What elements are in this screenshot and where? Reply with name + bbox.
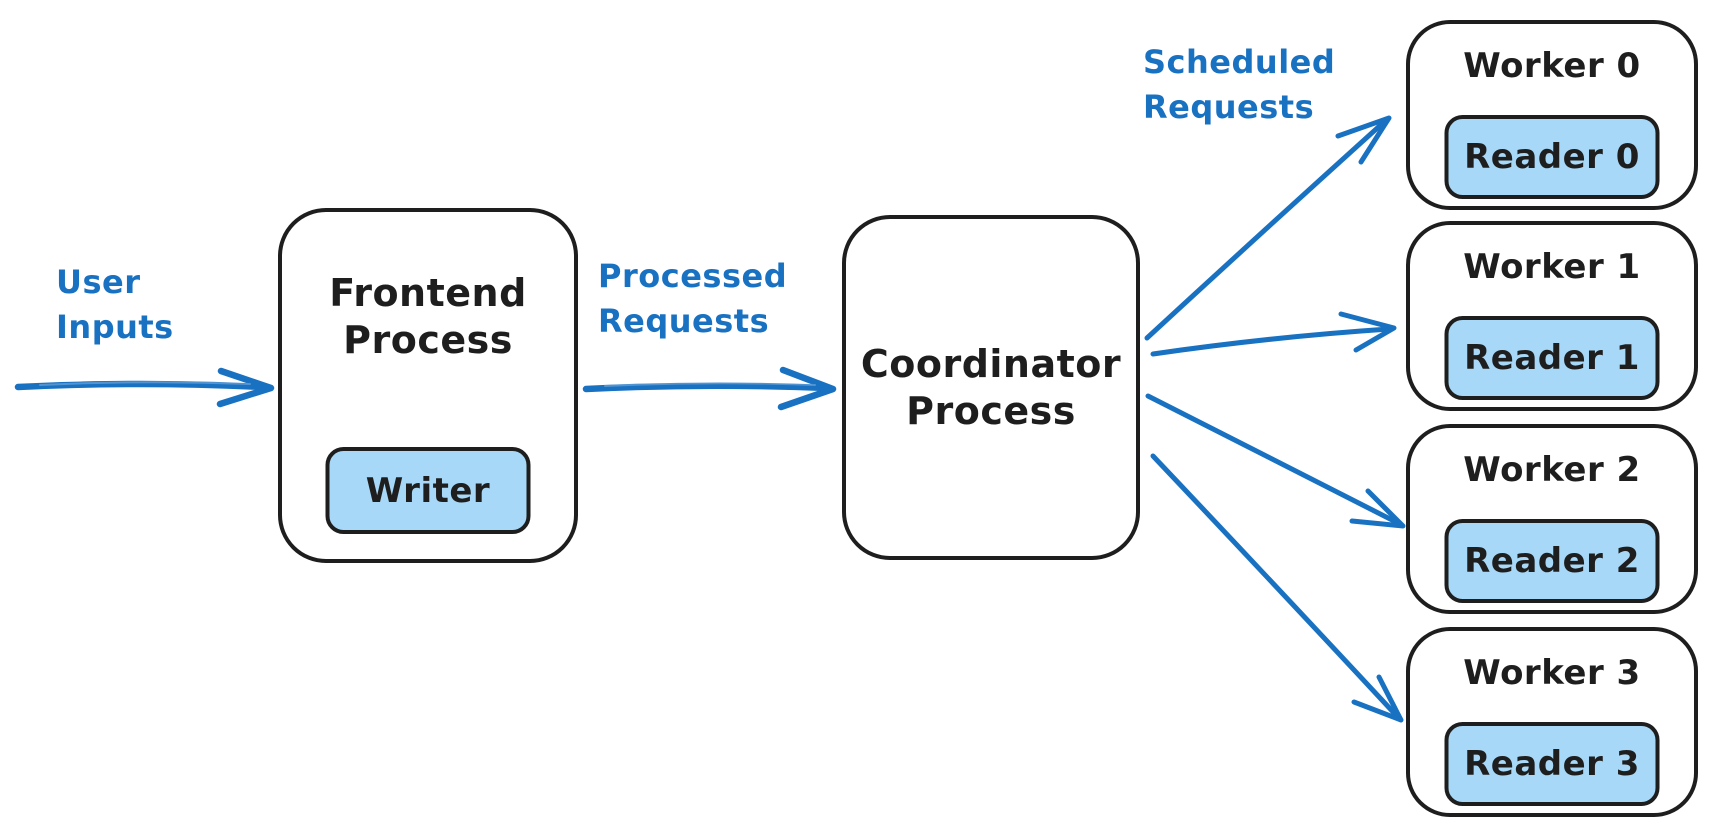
worker-0-label: Worker 0 (1463, 46, 1641, 86)
scheduled-requests-arrow-2 (1145, 393, 1406, 529)
scheduled-requests-label: Scheduled Requests (1143, 43, 1336, 126)
worker-0-box: Worker 0 Reader 0 (1406, 20, 1698, 210)
user-inputs-arrow (14, 367, 275, 408)
frontend-process-box: Frontend Process Writer (278, 208, 578, 563)
worker-2-label: Worker 2 (1463, 450, 1641, 490)
reader-0-chip: Reader 0 (1444, 115, 1660, 199)
worker-2-box: Worker 2 Reader 2 (1406, 424, 1698, 614)
reader-1-chip: Reader 1 (1444, 316, 1660, 400)
reader-3-chip: Reader 3 (1444, 722, 1660, 806)
worker-1-box: Worker 1 Reader 1 (1406, 221, 1698, 411)
coordinator-process-title: Coordinator Process (860, 341, 1122, 433)
worker-1-label: Worker 1 (1463, 247, 1641, 287)
reader-2-chip: Reader 2 (1444, 519, 1660, 603)
user-inputs-label: User Inputs (56, 263, 174, 346)
writer-label: Writer (365, 470, 491, 511)
coordinator-process-box: Coordinator Process (842, 215, 1140, 560)
reader-3-label: Reader 3 (1464, 744, 1640, 784)
worker-3-label: Worker 3 (1463, 653, 1641, 693)
processed-requests-label: Processed Requests (598, 257, 788, 340)
worker-3-box: Worker 3 Reader 3 (1406, 627, 1698, 817)
scheduled-requests-arrow-3 (1150, 453, 1404, 723)
scheduled-requests-arrow-1 (1150, 311, 1397, 357)
scheduled-requests-arrow-0 (1144, 115, 1392, 341)
reader-1-label: Reader 1 (1464, 338, 1640, 378)
writer-chip: Writer (325, 447, 531, 534)
reader-2-label: Reader 2 (1464, 541, 1640, 581)
frontend-process-title: Frontend Process (329, 271, 527, 362)
processed-requests-arrow (582, 366, 837, 411)
reader-0-label: Reader 0 (1464, 137, 1640, 177)
